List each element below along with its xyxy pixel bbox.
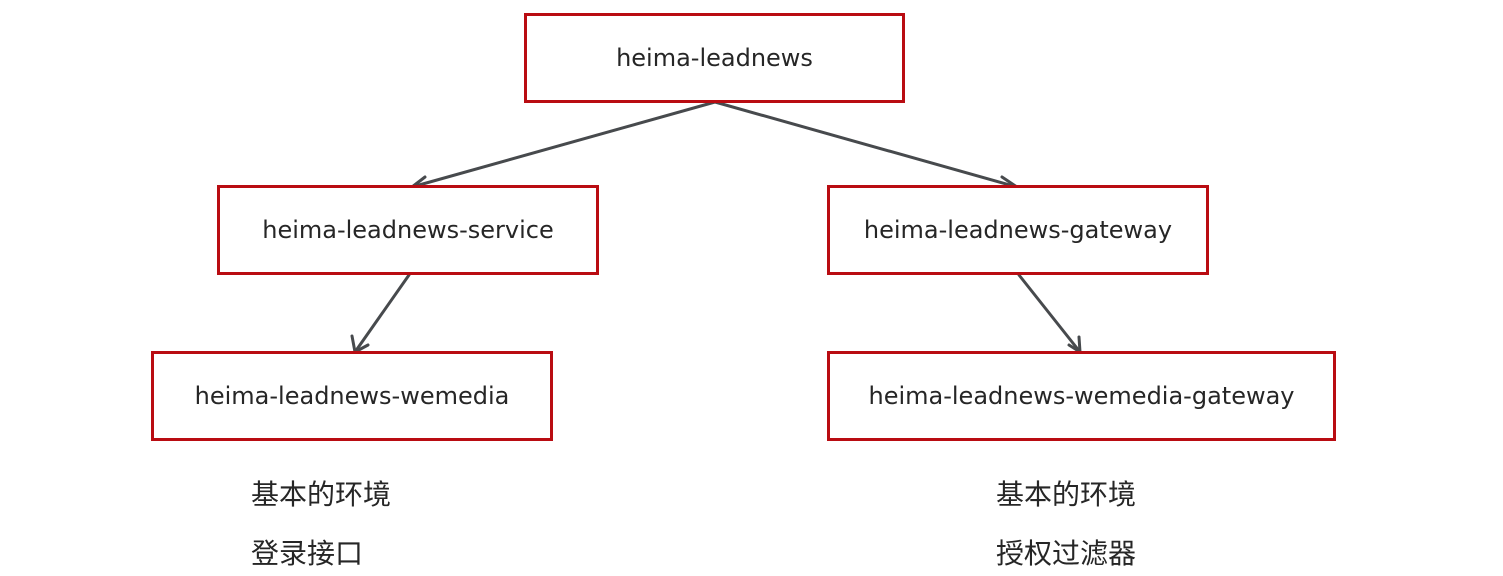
edge-root-to-service bbox=[410, 100, 717, 192]
note-right-basic-environment: 基本的环境 bbox=[996, 478, 1137, 511]
node-label: heima-leadnews-gateway bbox=[863, 216, 1173, 244]
node-label: heima-leadnews-wemedia bbox=[194, 382, 510, 410]
note-left-basic-environment: 基本的环境 bbox=[251, 478, 392, 511]
node-heima-leadnews: heima-leadnews bbox=[524, 13, 905, 103]
edge-service-to-wemedia bbox=[350, 273, 411, 354]
note-left-login-interface: 登录接口 bbox=[251, 537, 364, 570]
node-heima-leadnews-wemedia-gateway: heima-leadnews-wemedia-gateway bbox=[827, 351, 1336, 441]
edge-gateway-to-wemedia-gateway bbox=[1017, 273, 1082, 354]
node-heima-leadnews-service: heima-leadnews-service bbox=[217, 185, 599, 275]
node-heima-leadnews-gateway: heima-leadnews-gateway bbox=[827, 185, 1209, 275]
note-right-auth-filter: 授权过滤器 bbox=[996, 537, 1137, 570]
edge-root-to-gateway bbox=[713, 100, 1019, 192]
node-label: heima-leadnews-wemedia-gateway bbox=[868, 382, 1295, 410]
node-label: heima-leadnews-service bbox=[262, 216, 554, 244]
node-heima-leadnews-wemedia: heima-leadnews-wemedia bbox=[151, 351, 553, 441]
node-label: heima-leadnews bbox=[616, 44, 813, 72]
